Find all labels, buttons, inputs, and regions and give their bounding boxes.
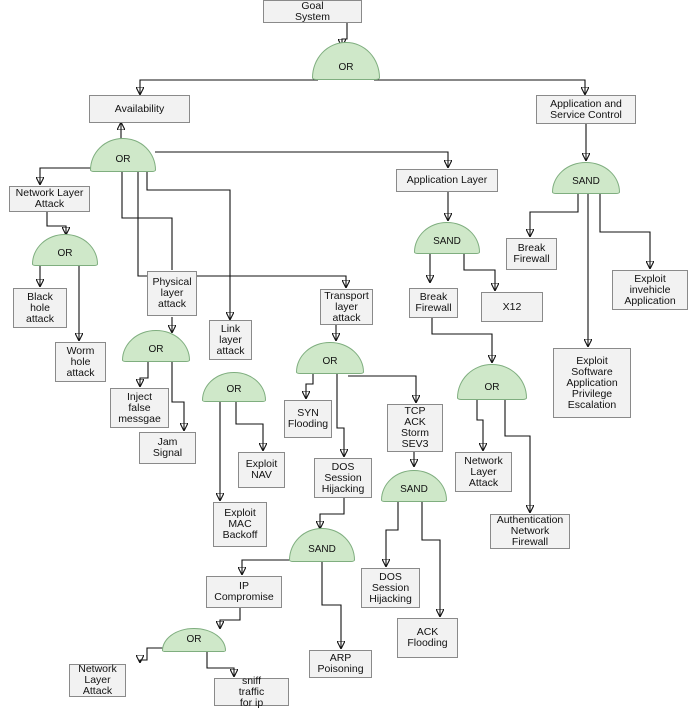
edge-or-to-sniff bbox=[206, 650, 234, 676]
edge-sand-to-x12 bbox=[463, 254, 495, 290]
edge-or-to-jam bbox=[171, 362, 184, 430]
jam-signal-node: Jam Signal bbox=[139, 432, 196, 464]
sniff-traffic-node: sniff traffic for ip bbox=[214, 675, 289, 708]
black-hole-attack-node: Black hole attack bbox=[13, 288, 67, 328]
network-layer-attack-node-3: Network Layer Attack bbox=[455, 452, 512, 492]
edge-or-to-transport bbox=[137, 172, 346, 287]
ack-flooding-node: ACK Flooding bbox=[397, 618, 458, 658]
edge-sand-to-ip bbox=[242, 559, 300, 574]
edge-or-to-network-2 bbox=[140, 647, 171, 662]
dos-session-hijacking-node-1: DOS Session Hijacking bbox=[314, 458, 372, 498]
exploit-mac-backoff-node: Exploit MAC Backoff bbox=[213, 502, 267, 547]
edge-or-to-auth bbox=[504, 398, 530, 512]
inject-false-message-node: Inject false messgae bbox=[110, 388, 169, 428]
availability-node: Availability bbox=[89, 95, 190, 123]
edge-or-to-app-service bbox=[374, 79, 585, 94]
edge-network-1-to-or bbox=[46, 212, 66, 234]
authentication-network-firewall-node: Authentication Network Firewall bbox=[490, 514, 570, 549]
edge-or-to-syn bbox=[306, 368, 314, 398]
edge-or-to-network-3 bbox=[476, 398, 483, 450]
tcp-ack-storm-node: TCP ACK Storm SEV3 bbox=[387, 404, 443, 452]
edge-or-to-application-layer bbox=[155, 151, 448, 167]
arp-poisoning-node: ARP Poisoning bbox=[309, 650, 372, 678]
ip-compromise-node: IP Compromise bbox=[206, 576, 282, 608]
edge-sand-to-exploit-invehicle bbox=[599, 194, 650, 268]
edge-or-to-exploit-nav bbox=[235, 398, 263, 450]
edge-ip-to-or bbox=[220, 608, 241, 628]
exploit-software-privilege-escalation-node: Exploit Software Application Privilege E… bbox=[553, 348, 631, 418]
edge-or-to-physical-upward bbox=[122, 160, 173, 270]
edge-or-to-link-layer bbox=[146, 170, 230, 319]
edge-or-to-availability bbox=[140, 79, 318, 94]
edge-sand-to-dos-2 bbox=[386, 500, 399, 566]
edge-or-to-tcp-ack bbox=[348, 375, 416, 402]
transport-layer-attack-node: Transport layer attack bbox=[320, 289, 373, 325]
exploit-invehicle-application-node: Exploit invehicle Application bbox=[612, 270, 688, 310]
break-firewall-node-1: Break Firewall bbox=[409, 288, 458, 318]
edge-sand-to-arp bbox=[321, 562, 341, 648]
edge-sand-to-break-2 bbox=[530, 192, 579, 236]
exploit-nav-node: Exploit NAV bbox=[238, 452, 285, 488]
edge-sand-to-ack bbox=[421, 500, 440, 616]
dos-session-hijacking-node-2: DOS Session Hijacking bbox=[361, 568, 420, 608]
syn-flooding-node: SYN Flooding bbox=[284, 400, 332, 438]
link-layer-attack-node: Link layer attack bbox=[209, 320, 252, 360]
network-layer-attack-node-2: Network Layer Attack bbox=[69, 664, 126, 697]
edge-or-to-dos-1 bbox=[336, 372, 344, 456]
break-firewall-node-2: Break Firewall bbox=[506, 238, 557, 270]
worm-hole-attack-node: Worm hole attack bbox=[55, 342, 106, 382]
x12-node: X12 bbox=[481, 292, 543, 322]
physical-layer-attack-node: Physical layer attack bbox=[147, 271, 197, 316]
edge-or-to-network-layer-1 bbox=[40, 167, 100, 184]
edge-or-to-worm-hole bbox=[73, 263, 79, 340]
app-service-control-node: Application and Service Control bbox=[536, 95, 636, 124]
goal-system-node: Goal System bbox=[263, 0, 362, 23]
edge-break-1-to-or bbox=[431, 318, 492, 362]
application-layer-node: Application Layer bbox=[396, 169, 498, 192]
network-layer-attack-node-1: Network Layer Attack bbox=[9, 186, 90, 212]
edge-dos-1-to-sand bbox=[320, 498, 345, 528]
edge-or-to-inject bbox=[140, 360, 149, 386]
